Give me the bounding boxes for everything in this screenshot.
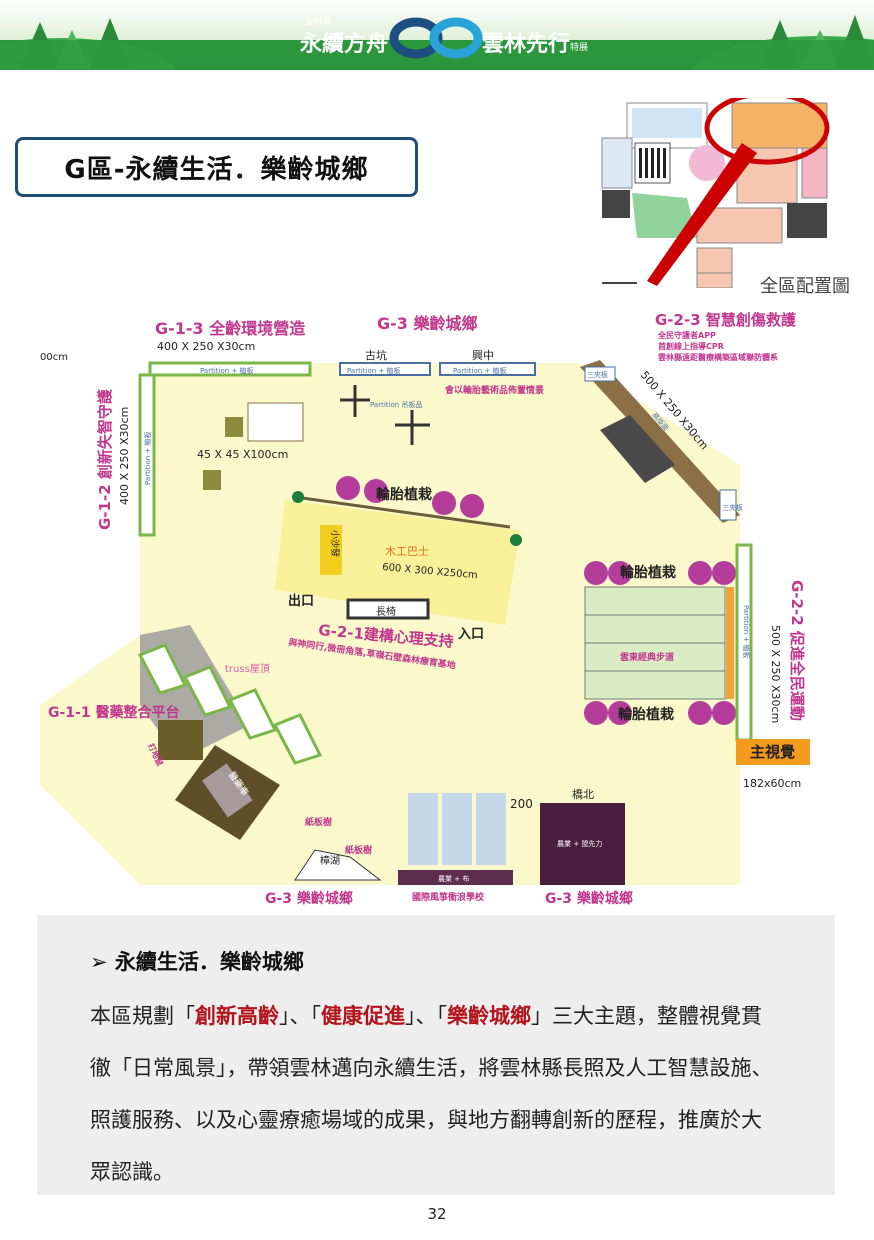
g12-partition [138,373,156,537]
qiaobei-label: 橋北 [572,787,594,801]
g23-line3: 雲林縣遠距醫療構築區域聯防體系 [658,352,778,362]
g12-size: 400 X 250 X30cm [118,407,131,505]
page-title-box: G區-永續生活．樂齡城鄉 [15,137,418,197]
g12-partition-label: Partition + 植板 [143,432,152,486]
truss-label: truss屋頂 [225,663,270,675]
small-sofa [320,525,342,575]
keyword-innovation-aging: 創新高齡 [195,1004,279,1028]
g11-partitions [137,643,323,765]
section-body: 本區規劃「創新高齡」、「健康促進」、「樂齡城鄉」三大主題，整體視覺貫徹「日常風景… [90,990,780,1198]
cut-label: 00cm [40,352,68,363]
main-visual-label: 主視覺 [750,743,795,761]
tree-2-label: 紙板樹 [345,844,372,856]
main-visual-board [736,739,810,765]
banner-forest-art [0,15,874,70]
page-number: 32 [427,1205,447,1223]
body-sep-1: 」、「 [279,1004,321,1028]
arrow-bullet-icon: ➢ [90,950,115,974]
three-sided-top-label: 三夾板 [587,370,608,379]
tire-planter-2-label: 輪胎植栽 [620,564,676,581]
body-start: 本區規劃「 [90,1004,195,1028]
wood-frame [247,402,304,442]
header-banner: 雲林縣 永續方舟 雲林先行 特展 [0,0,874,70]
g23-wall [580,360,740,523]
g3-bottom-right-title: G-3 樂齡城鄉 [545,890,633,907]
three-sided-bottom-label: 三夾板 [722,503,743,512]
qiaobei-booth-label: 農業 + 盟先力 [557,839,602,848]
section-heading-text: 永續生活．樂齡城鄉 [114,950,304,974]
whack-a-mole [158,720,203,760]
num-200-label: 200 [510,797,533,811]
bench-label: 長椅 [376,605,396,618]
tire-art-note: 會以輪胎藝術品佈置情景 [445,384,544,396]
bench [346,598,430,620]
school-sign-board [398,870,513,885]
qiaobei-booth [540,803,625,885]
cube-2 [203,470,221,490]
xingzhong-partition-label: Partition + 植板 [453,366,507,375]
three-sided-bottom [719,489,737,521]
g3-bottom-left-title: G-3 樂齡城鄉 [265,890,353,907]
g22-title: G-2-2 促進全民運動 [788,580,806,721]
zhanghu-label: 樟湖 [320,854,340,867]
partition-sign-label: Partition 吊板品 [370,400,422,409]
keyword-health-promotion: 健康促進 [321,1004,405,1028]
floor-plan: Partition + 植板 Partition + 植板 Partition … [40,311,810,907]
banner-suffix: 特展 [570,43,589,53]
keyword-elderly-city: 樂齡城鄉 [447,1004,531,1028]
g11-title: G-1-1 醫藥整合平台 [48,704,179,721]
g13-partition-label: Partition + 植板 [200,366,254,375]
page-title: G區-永續生活．樂齡城鄉 [64,154,369,185]
exit-label: 出口 [288,593,314,609]
g12-title: G-1-2 創新失智守護 [96,388,114,530]
g13-size: 400 X 250 X30cm [157,340,255,353]
g3-top-title: G-3 樂齡城鄉 [377,314,477,333]
description-panel [37,915,835,1195]
g22-size: 500 X 250 X30cm [769,625,782,723]
cube-1 [225,417,243,437]
tire-planter-1-label: 輪胎植栽 [376,486,432,503]
g13-title: G-1-3 全齡環境營造 [155,319,306,338]
body-rest: 」三大主題，整體視覺貫徹「日常風景」，帶領雲林邁向永續生活，將雲林縣長照及人工智… [90,1004,773,1184]
banner-right-title: 雲林先行 [482,32,571,57]
tire-planter-3-label: 輪胎植栽 [618,706,674,723]
overview-map-label: 全區配置圖 [760,276,850,297]
gukeng-partition [339,362,431,376]
school-sign-label: 農業 + 布 [438,874,469,883]
banner-county-label: 雲林縣 [305,17,333,27]
banner-left-title: 永續方舟 [300,32,389,57]
cube-size: 45 X 45 X100cm [197,448,288,461]
zhanghu-stand [294,849,382,881]
body-sep-2: 」、「 [405,1004,447,1028]
small-sofa-label: 小沙發 [329,530,341,557]
g23-title: G-2-3 智慧創傷救護 [655,311,797,329]
g23-device [600,415,675,483]
partition-crosses [340,385,430,445]
xingzhong-partition [439,362,536,376]
three-sided-top [584,366,616,382]
overview-map [601,98,830,288]
g22-partition-label: Partition + 植板 [742,605,751,659]
trail-label: 雲東經典步道 [620,651,674,663]
tree-1-label: 紙板樹 [305,816,332,828]
g13-partition [148,361,312,377]
entrance-label: 入口 [458,627,484,642]
xingzhong-label: 興中 [472,349,494,362]
kite-school-label: 國際風箏衝浪學校 [412,891,485,903]
section-heading: ➢ 永續生活．樂齡城鄉 [90,946,304,976]
g23-line1: 全民守護者APP [657,330,716,340]
gukeng-label: 古坑 [365,348,387,362]
main-visual-size: 182x60cm [743,777,801,790]
bus-label: 木工巴士 [385,545,429,558]
g23-line2: 首創線上指導CPR [658,341,724,351]
gukeng-partition-label: Partition + 植板 [347,366,401,375]
